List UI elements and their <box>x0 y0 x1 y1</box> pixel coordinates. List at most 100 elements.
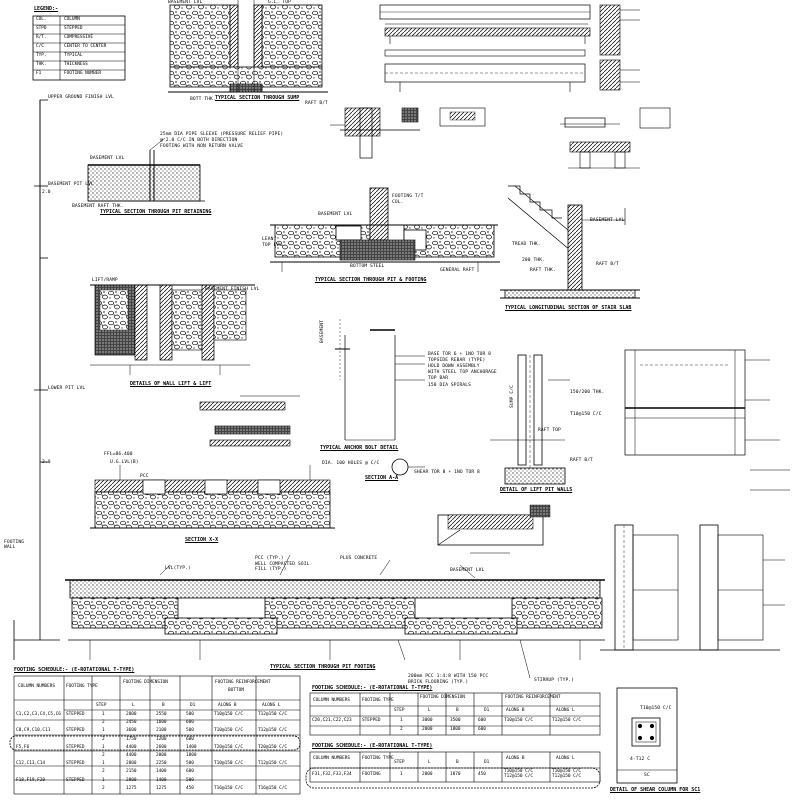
wall-lift-title: DETAILS OF WALL LIFT & LIFT <box>130 381 212 387</box>
schedule-header-l: L <box>428 708 431 713</box>
schedule-2-cell-along-l: T12@150 C/C <box>552 718 582 723</box>
schedule-3-cell-along-b: T10@150 C/C T12@150 C/C <box>504 769 534 779</box>
schedule-1-cell-step: 2 <box>102 769 105 775</box>
schedule-header-l: L <box>428 760 431 765</box>
schedule-3-cell-breadth: 1870 <box>450 772 461 777</box>
ramp-footing-label: FOOTING T/T <box>392 194 424 199</box>
column-detail-rebar: T10@150 C/C <box>640 706 672 711</box>
pipe-section-title: TYPICAL SECTION THROUGH PIT RETAINING <box>100 209 212 215</box>
schedule-header-along-b: ALONG B <box>218 703 237 708</box>
bottom-plus-label: PLUS CONCRETE <box>340 556 378 561</box>
schedule-header-d: D1 <box>190 703 196 708</box>
schedule-1-cell-depth: 600 <box>186 769 194 775</box>
legend-code: THK. <box>36 62 47 67</box>
schedule-1-cell-along-b: T10@150 C/C <box>214 728 244 734</box>
basement-pit-level-label: BASEMENT PIT LVL <box>48 182 94 187</box>
sump-callout-bott: BOTT THK. <box>190 97 216 102</box>
anchor-note-2: TOPSIDE REBAR (TYPE) <box>428 358 486 363</box>
legend-description: FOOTING NUMBER <box>64 71 102 76</box>
stair-slab-section <box>500 185 640 299</box>
ramp-section-title: TYPICAL SECTION THROUGH PIT & FOOTING <box>315 277 427 283</box>
schedule-1-cell-depth: 1800 <box>186 753 197 758</box>
schedule-1-cell-step: 1 <box>102 744 105 750</box>
footing-schedule-2-grid <box>309 692 601 736</box>
sump-callout-raft: RAFT B/T <box>305 101 328 106</box>
schedule-1-cell-length: 2150 <box>126 769 137 775</box>
pipe-note-3: FOOTING WITH NON RETURN VALVE <box>160 144 244 149</box>
schedule-2-cell-step: 1 <box>400 718 403 723</box>
stair-section-title: TYPICAL LONGITUDINAL SECTION OF STAIR SL… <box>505 305 632 311</box>
schedule-1-cell-depth: 600 <box>186 736 194 742</box>
schedule-header-b: B <box>456 760 459 765</box>
schedule-1-cell-along-b: T16@150 C/C <box>214 785 244 791</box>
schedule-2-cell-depth: 600 <box>478 718 486 723</box>
legend-code: F1 <box>36 71 42 76</box>
legend-table <box>32 15 126 81</box>
schedule-1-cell-breadth: 1400 <box>156 769 167 775</box>
schedule-1-cell-length: 1750 <box>126 736 137 742</box>
ramp-bottom-steel-label: BOTTOM STEEL <box>350 264 385 269</box>
schedule-3-title: FOOTING SCHEDULE:- (E-ROTATIONAL T-TYPE) <box>312 743 433 749</box>
schedule-1-cell-breadth: 1600 <box>156 720 167 726</box>
lift-pit-wall-detail <box>490 354 570 485</box>
footing-schedule-3-grid <box>305 751 601 789</box>
section-bb-title: SECTION X-X <box>185 537 219 543</box>
anchor-note-3: HOLD DOWN ASSEMBLY <box>428 364 480 369</box>
schedule-1-cell-step: 2 <box>102 753 105 758</box>
schedule-header-dimension: FOOTING DIMENSION <box>420 695 465 700</box>
schedule-1-cell-length: 4400 <box>126 744 137 750</box>
schedule-header-column: COLUMN NUMBERS <box>313 698 351 703</box>
schedule-2-cell-breadth: 3500 <box>450 718 461 723</box>
anchor-note-6: 150 DIA SPIRALS <box>428 383 471 388</box>
schedule-header-along-b: ALONG B <box>506 708 525 713</box>
ramp-col-label: COL. <box>392 200 404 205</box>
stair-200-label: 200 THK. <box>522 258 545 263</box>
ramp-general-label: GENERAL RAFT <box>440 268 475 273</box>
schedule-1-cell-column-numbers: C8,C9,C10,C11 <box>16 728 51 734</box>
schedule-1-cell-along-l: T12@150 C/C <box>258 761 288 767</box>
legend-code: STPD <box>36 26 47 31</box>
schedule-2-cell-breadth: 1800 <box>450 727 461 732</box>
ramp-top-label: TOP LVL <box>262 243 283 248</box>
column-detail-box <box>616 687 678 784</box>
stair-raft-bt-label: RAFT B/T <box>596 262 619 267</box>
legend-code: COL. <box>36 17 47 22</box>
wall-lift-section <box>90 284 300 447</box>
anchor-detail-title: TYPICAL ANCHOR BOLT DETAIL <box>320 445 399 451</box>
section-bb-ugl: U.G.LVL(B) <box>110 460 139 465</box>
schedule-header-d: D1 <box>484 708 490 713</box>
schedule-3-cell-depth: 450 <box>478 772 486 777</box>
schedule-header-step: STEP <box>394 708 405 713</box>
ramp-lean-label: LEAN <box>262 237 274 242</box>
lift-top-label: LIFT/RAMP <box>92 278 118 283</box>
schedule-1-cell-column-numbers: C1,C2,C3,C4,C5,C6 <box>16 712 61 717</box>
schedule-header-d: D1 <box>484 760 490 765</box>
schedule-2-cell-footing-type: STEPPED <box>362 718 381 723</box>
legend-description: COLUMN <box>64 17 80 22</box>
schedule-1-cell-step: 2 <box>102 736 105 742</box>
lift-pit-rebar-label: T10@150 C/C <box>570 412 602 417</box>
schedule-header-step: STEP <box>96 703 107 708</box>
right-elevation <box>624 349 790 491</box>
lower-pit-level-label: LOWER PIT LVL <box>48 386 86 391</box>
schedule-1-cell-footing-type: STEPPED <box>66 728 85 734</box>
legend-title: LEGEND:- <box>34 6 59 12</box>
schedule-1-cell-depth: 1400 <box>186 744 197 750</box>
schedule-1-cell-length: 2800 <box>126 777 137 783</box>
schedule-header-type: FOOTING TYPE <box>362 698 394 703</box>
bottom-fill-label: WELL COMPACTED SOIL FILL (TYP.) <box>255 562 310 572</box>
schedule-1-cell-column-numbers: F18,F19,F20 <box>16 777 46 783</box>
schedule-1-cell-footing-type: STEPPED <box>66 744 85 750</box>
stair-tread-label: TREAD THK. <box>512 242 541 247</box>
schedule-header-along-b: ALONG B <box>506 756 525 761</box>
typical-bottom-section <box>65 579 605 660</box>
schedule-header-b: B <box>162 703 165 708</box>
bottom-note-2: BRICK FLOORING (TYP.) <box>408 680 469 685</box>
schedule-1-cell-length: 2800 <box>126 761 137 767</box>
legend-description: TYPICAL <box>64 53 83 58</box>
section-bb-ffl: FFL=86.400 <box>104 452 133 457</box>
schedule-1-cell-length: 2800 <box>126 712 137 717</box>
schedule-1-cell-breadth: 2000 <box>156 753 167 758</box>
schedule-1-cell-step: 2 <box>102 785 105 791</box>
stair-raft-label: RAFT THK. <box>530 268 556 273</box>
